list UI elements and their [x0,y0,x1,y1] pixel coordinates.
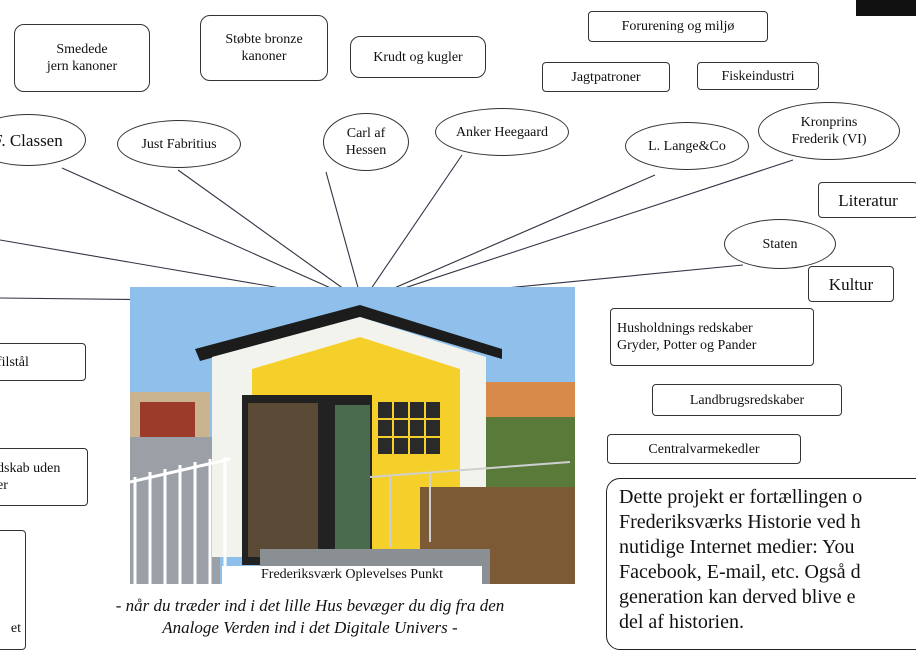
node-literatur: Literatur [818,182,916,218]
line-lange [361,174,656,303]
subtitle-text: - når du træder ind i det lille Hus bevæ… [115,596,505,637]
node-just-fabritius: Just Fabritius [117,120,241,168]
line-carl [325,171,363,303]
line-classen [61,167,363,303]
node-kultur: Kultur [808,266,894,302]
line-fabritius [177,169,363,303]
node-et: et [0,530,26,650]
node-staten: Staten [724,219,836,269]
node-krudt-og-kugler: Krudt og kugler [350,36,486,78]
photo-caption: Frederiksværk Oplevelses Punkt [222,566,482,584]
house-photo [130,287,575,584]
corner-tab [856,0,916,16]
node-kronprins-frederik: Kronprins Frederik (VI) [758,102,900,160]
line-anker [361,154,463,303]
node-filstal: filstål [0,343,86,381]
info-box: Dette projekt er fortællingen o Frederik… [606,478,916,650]
node-husholdnings-redskaber: Husholdnings redskaber Gryder, Potter og… [610,308,814,366]
node-fiskeindustri: Fiskeindustri [697,62,819,90]
node-jagtpatroner: Jagtpatroner [542,62,670,92]
node-l-lange-co: L. Lange&Co [625,122,749,170]
node-centralvarmekedler: Centralvarmekedler [607,434,801,464]
node-redskab-uden: dskab uden er [0,448,88,506]
node-anker-heegaard: Anker Heegaard [435,108,569,156]
line-kronprins [361,159,794,303]
node-stobte-bronze-kanoner: Støbte bronze kanoner [200,15,328,81]
node-forurening-og-miljo: Forurening og miljø [588,11,768,42]
node-smedede-jern-kanoner: Smedede jern kanoner [14,24,150,92]
node-landbrugsredskaber: Landbrugsredskaber [652,384,842,416]
node-carl-af-hessen: Carl af Hessen [323,113,409,171]
